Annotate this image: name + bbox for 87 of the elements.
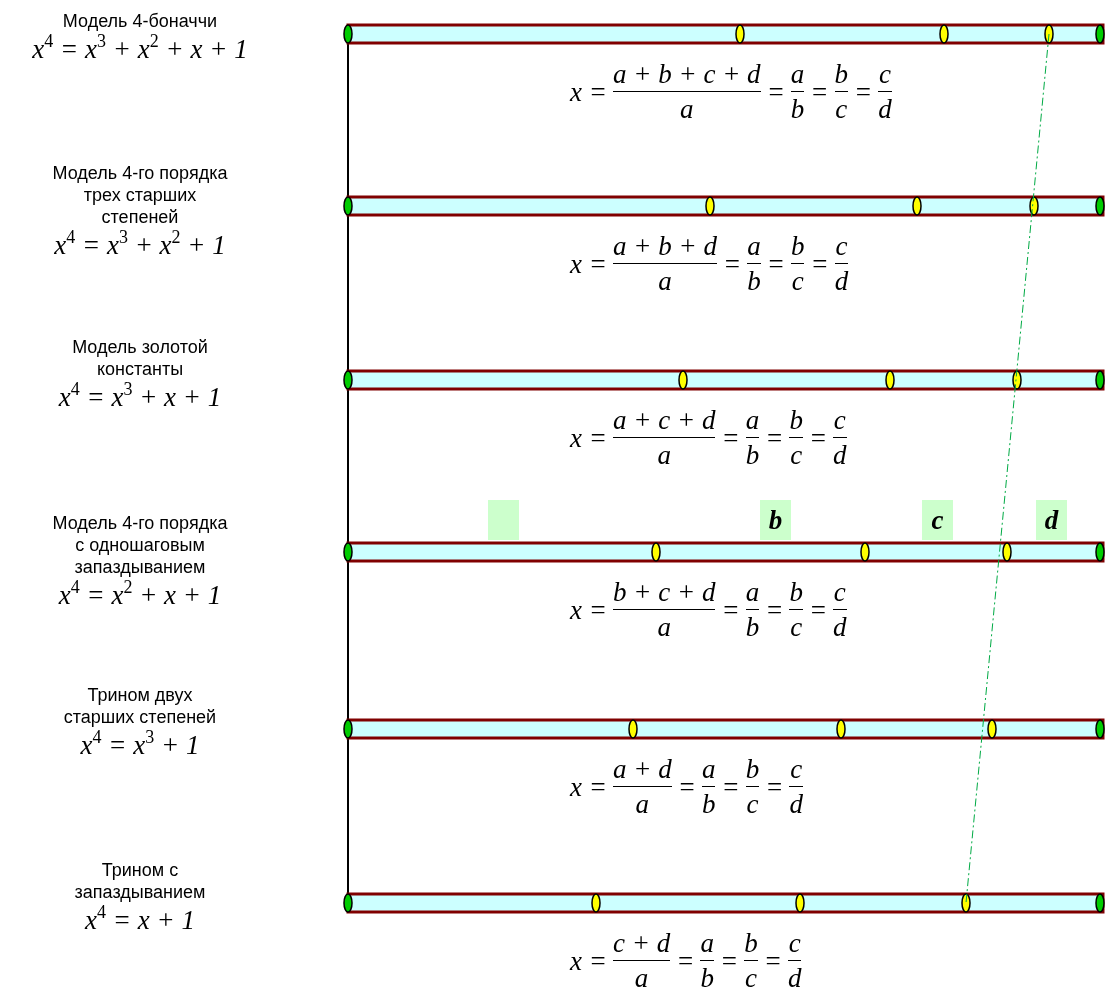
denominator: b: [790, 96, 805, 123]
numerator: b: [834, 61, 849, 88]
formula-text: =: [765, 250, 786, 278]
numerator: c: [788, 930, 801, 957]
denominator: c: [746, 791, 759, 818]
model-title: Модель золотой константы: [71, 336, 209, 380]
denominator: c: [835, 96, 848, 123]
numerator: b: [789, 407, 803, 434]
numerator: a: [701, 756, 716, 783]
numerator: c + d: [612, 930, 671, 957]
denominator: d: [878, 96, 892, 123]
numerator: a: [790, 61, 805, 88]
equation: x$^{4}$ = x$^{3}$ + x$^{2}$ + x + 1: [31, 34, 249, 65]
equation: x$^{4}$ = x$^{3}$ + 1: [79, 730, 201, 761]
formula-text: x =: [568, 947, 608, 975]
numerator: c: [879, 61, 892, 88]
formula-text: x =: [568, 424, 608, 452]
denominator: c: [791, 268, 804, 295]
denominator: b: [745, 442, 760, 469]
numerator: b: [790, 233, 805, 260]
model-title: Модель 4-боначчи: [61, 10, 219, 32]
formula-text: =: [764, 424, 785, 452]
model-title: Трином с запаздыванием: [73, 859, 207, 903]
denominator: b: [747, 268, 761, 295]
formula-text: =: [764, 596, 785, 624]
formula-text: =: [809, 250, 830, 278]
denominator: a: [657, 442, 671, 469]
numerator: a: [745, 579, 760, 606]
model-title: Модель 4-го порядка с одношаговым запаздыванием: [51, 512, 229, 578]
formula-text: =: [675, 947, 696, 975]
numerator: a + c + d: [612, 407, 716, 434]
formula-text: x =: [568, 596, 608, 624]
denominator: a: [657, 614, 671, 641]
equation: x$^{4}$ = x$^{2}$ + x + 1: [57, 580, 223, 611]
numerator: a + b + c + d: [612, 61, 761, 88]
numerator: c: [790, 756, 803, 783]
formula-text: =: [807, 424, 829, 452]
denominator: c: [744, 965, 757, 992]
formula-text: =: [720, 596, 741, 624]
equation: x$^{4}$ = x$^{3}$ + x + 1: [57, 382, 223, 413]
formula-text: =: [764, 773, 785, 801]
model-title: Трином двух старших степеней: [62, 684, 218, 728]
formula-text: x =: [568, 78, 608, 106]
denominator: d: [787, 965, 802, 992]
formula-text: =: [809, 78, 830, 106]
numerator: c: [833, 579, 846, 606]
numerator: c: [835, 233, 848, 260]
numerator: a + b + d: [612, 233, 717, 260]
numerator: b: [745, 756, 760, 783]
numerator: c: [833, 407, 846, 434]
denominator: a: [658, 268, 672, 295]
numerator: a + d: [612, 756, 672, 783]
denominator: c: [790, 442, 803, 469]
denominator: d: [834, 268, 849, 295]
denominator: b: [701, 791, 716, 818]
denominator: b: [745, 614, 760, 641]
denominator: d: [833, 442, 847, 469]
formula-text: =: [765, 78, 786, 106]
denominator: d: [833, 614, 847, 641]
formula-text: =: [762, 947, 783, 975]
denominator: d: [789, 791, 803, 818]
denominator: a: [635, 791, 650, 818]
formula-text: =: [720, 424, 741, 452]
denominator: a: [680, 96, 694, 123]
numerator: a: [700, 930, 714, 957]
formula-text: =: [718, 947, 740, 975]
formula-text: =: [721, 250, 743, 278]
numerator: b: [744, 930, 758, 957]
formula-text: =: [853, 78, 874, 106]
formula-text: x =: [568, 250, 608, 278]
tag-label: d: [1036, 500, 1067, 540]
denominator: b: [700, 965, 714, 992]
denominator: a: [634, 965, 649, 992]
formula-text: =: [720, 773, 741, 801]
formula-text: =: [676, 773, 697, 801]
numerator: b: [789, 579, 803, 606]
formula-text: =: [807, 596, 829, 624]
tag-label: c: [922, 500, 953, 540]
formula-text: x =: [568, 773, 608, 801]
numerator: a: [745, 407, 760, 434]
denominator: c: [790, 614, 803, 641]
numerator: a: [747, 233, 761, 260]
equation: x$^{4}$ = x + 1: [83, 905, 196, 936]
tag-label: b: [760, 500, 791, 540]
model-title: Модель 4-го порядка трех старших степеней: [51, 162, 229, 228]
equation: x$^{4}$ = x$^{3}$ + x$^{2}$ + 1: [53, 230, 227, 261]
numerator: b + c + d: [612, 579, 716, 606]
